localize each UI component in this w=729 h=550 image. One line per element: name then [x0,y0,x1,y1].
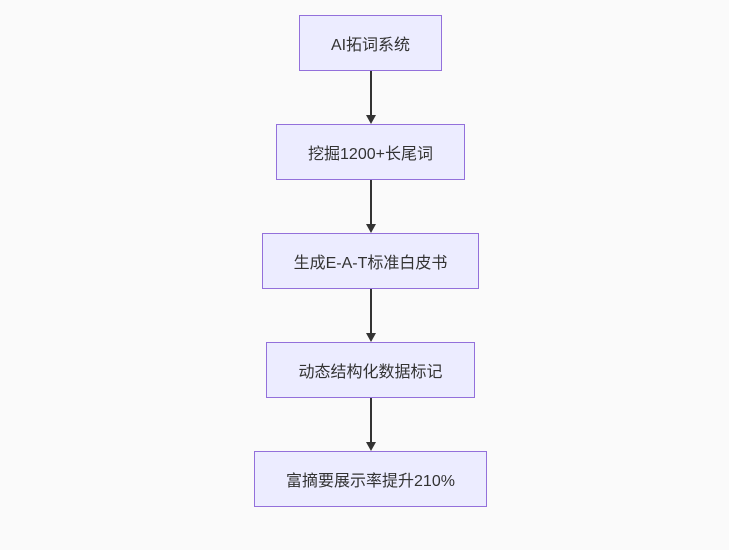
flow-node-ai-keyword-system: AI拓词系统 [298,15,443,71]
flow-arrow-3 [365,289,376,342]
flow-node-label: 生成E-A-T标准白皮书 [293,255,448,272]
arrow-line [369,71,372,115]
flow-node-longtail-mining: 挖掘1200+长尾词 [276,124,465,180]
flowchart-canvas: AI拓词系统 挖掘1200+长尾词 生成E-A-T标准白皮书 动态结构化数据标记 [0,15,729,550]
arrow-line [369,398,372,442]
flow-node-structured-data-markup: 动态结构化数据标记 [266,342,475,398]
arrowhead-down-icon [365,115,376,124]
flow-node-label: AI拓词系统 [330,37,411,54]
arrow-line [369,289,372,333]
flow-arrow-2 [365,180,376,233]
flow-node-label: 挖掘1200+长尾词 [308,146,433,163]
arrowhead-down-icon [365,224,376,233]
flow-node-rich-snippet-lift: 富摘要展示率提升210% [254,451,487,507]
flow-node-eat-whitepaper: 生成E-A-T标准白皮书 [261,233,480,289]
flow-node-label: 动态结构化数据标记 [298,364,443,381]
arrowhead-down-icon [365,333,376,342]
flowchart: AI拓词系统 挖掘1200+长尾词 生成E-A-T标准白皮书 动态结构化数据标记 [254,15,487,507]
flow-node-label: 富摘要展示率提升210% [286,473,455,490]
flow-arrow-1 [365,71,376,124]
arrow-line [369,180,372,224]
flow-arrow-4 [365,398,376,451]
arrowhead-down-icon [365,442,376,451]
